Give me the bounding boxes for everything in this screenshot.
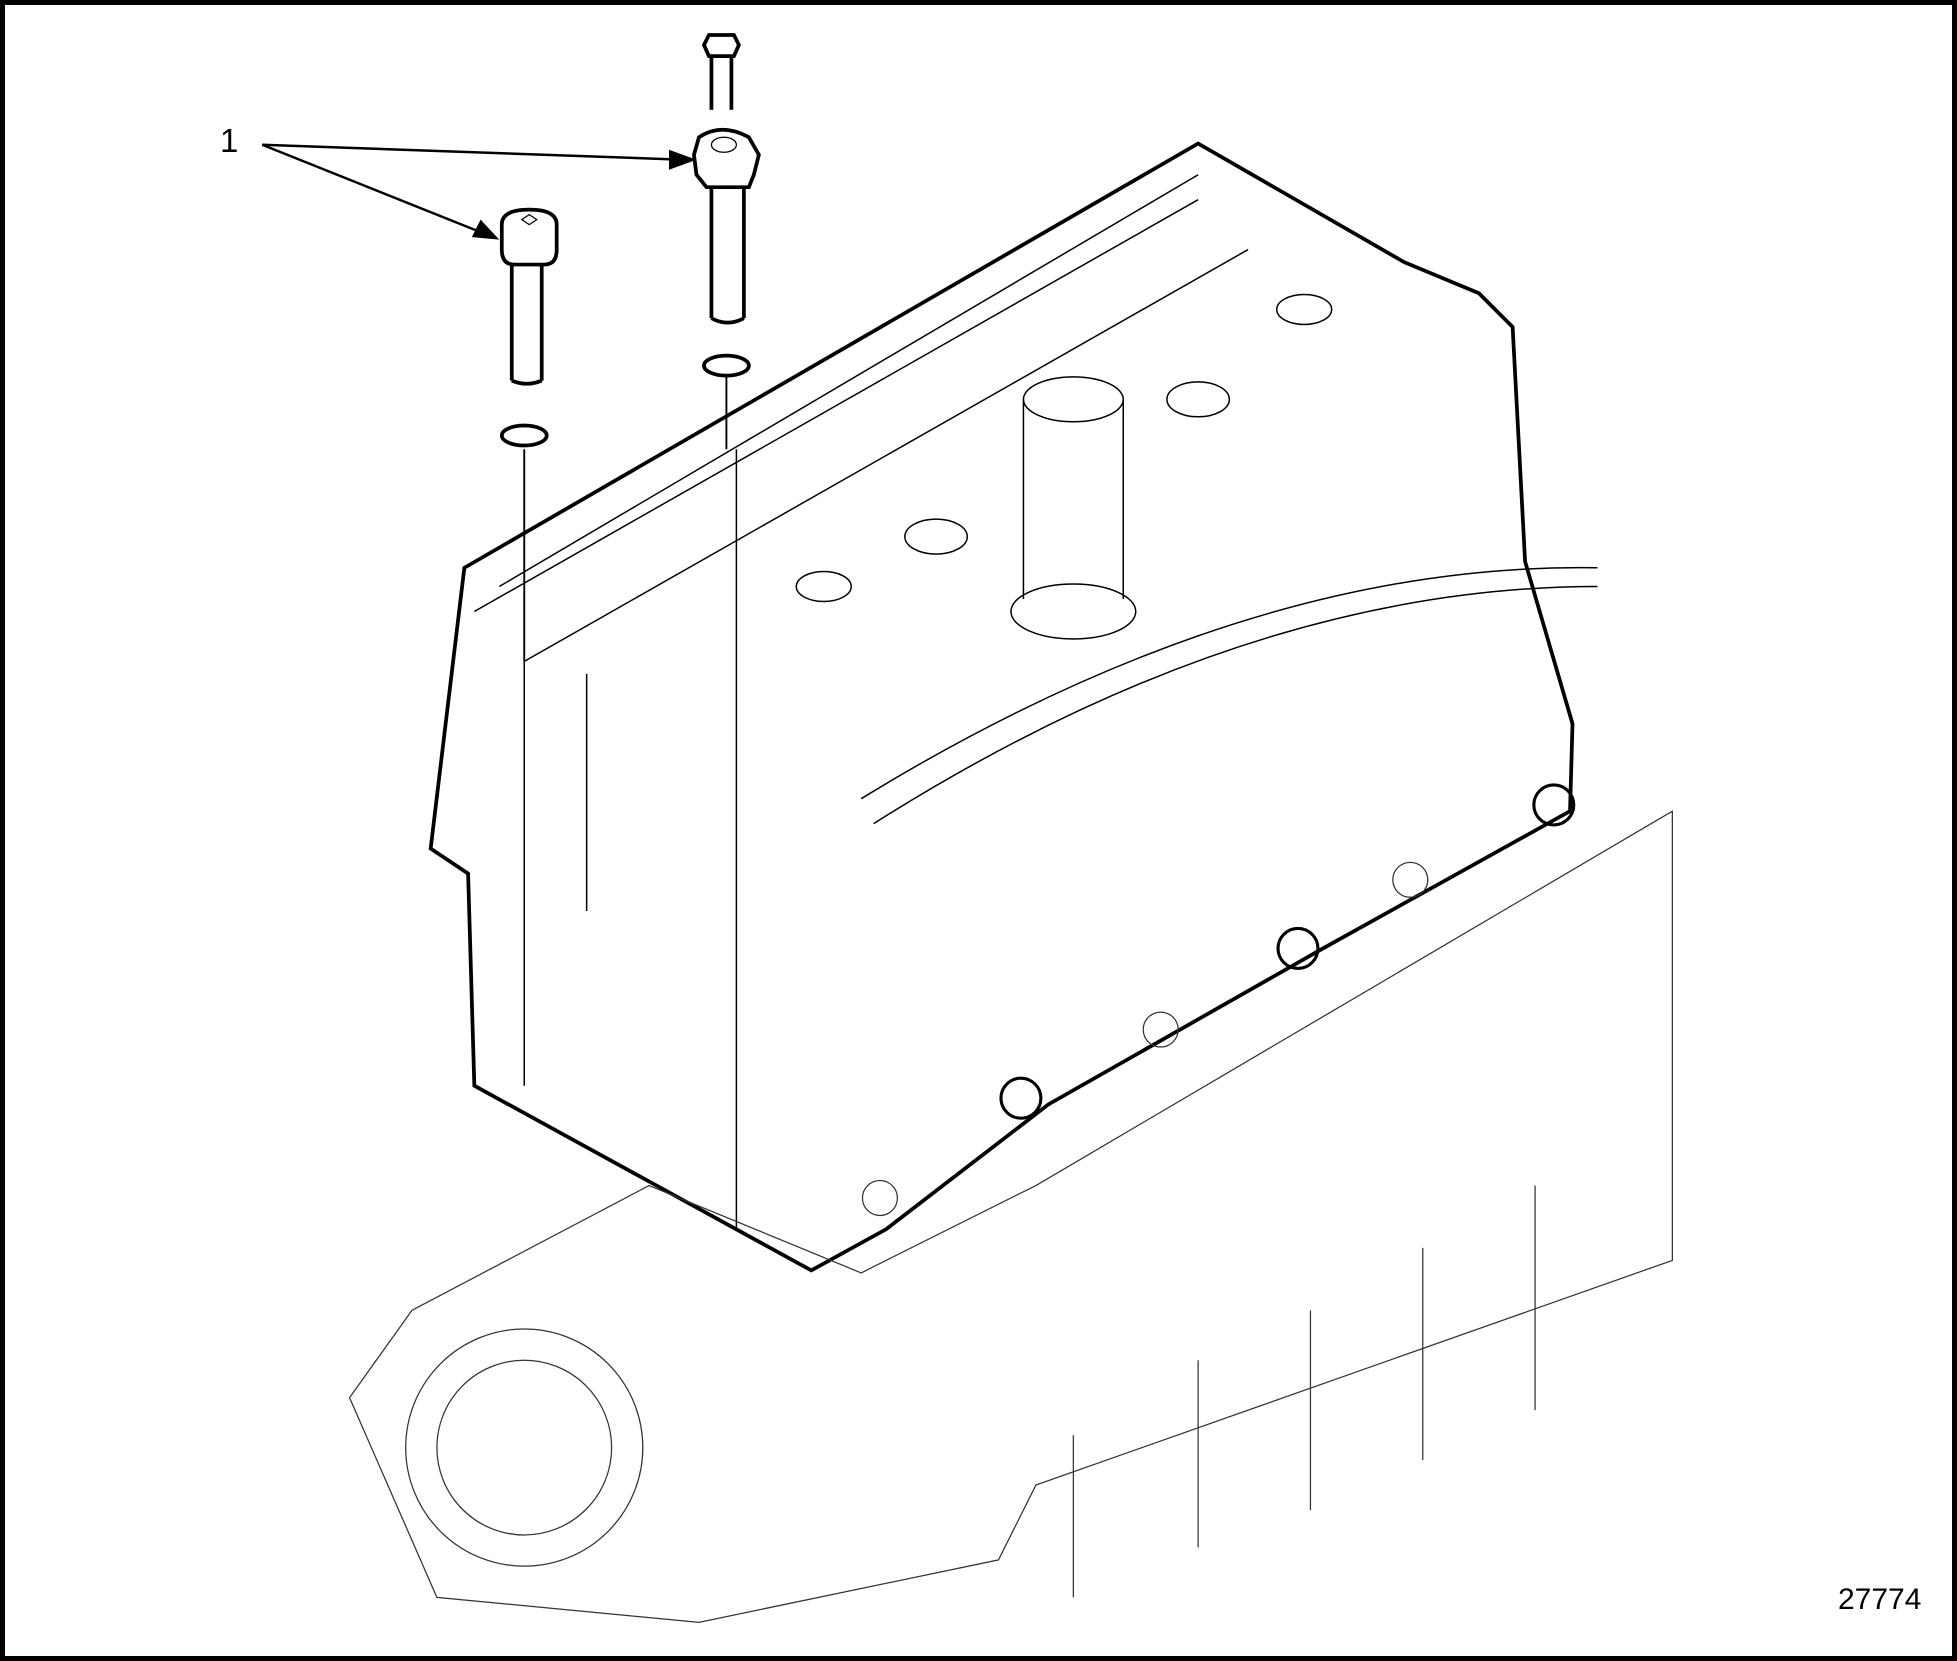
cylinder-head: [428, 141, 1575, 1273]
hex-bolt: [692, 33, 761, 378]
arrowhead-icon: [669, 149, 697, 170]
engine-block: [348, 783, 1673, 1623]
figure-number: 27774: [1838, 1583, 1922, 1616]
callout-label: 1: [220, 122, 239, 159]
callout-leaders: [261, 143, 685, 239]
arrowhead-icon: [471, 219, 500, 240]
socket-cap-screw: [499, 207, 559, 448]
